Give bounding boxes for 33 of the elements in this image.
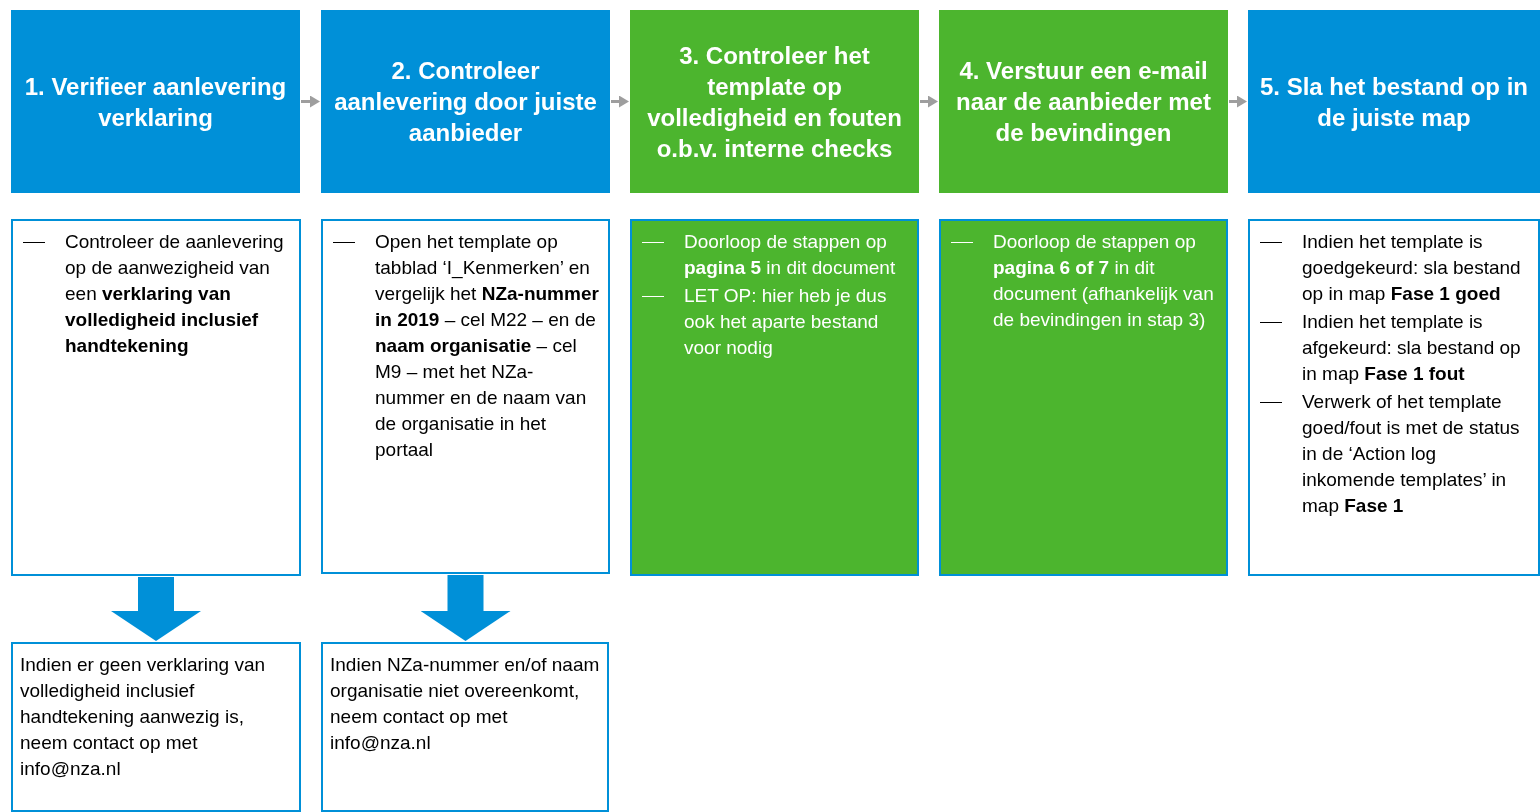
bullet-text: Controleer de aanlevering op de aanwezigheid van een verklaring van volledigheid inclusief handtekening <box>65 230 285 358</box>
step-box <box>1248 219 1540 576</box>
bullet-text: Doorloop de stappen op pagina 6 of 7 in dit document (afhankelijk van de bevindingen in stap 3) <box>993 230 1215 332</box>
note-text: Indien er geen verklaring van volledigheid inclusief handtekening aanwezig is, neem contact op met info@nza.nl <box>20 654 266 779</box>
note-box <box>11 642 301 812</box>
step-header <box>630 10 919 193</box>
bullet-text: Indien het template is afgekeurd: sla bestand op in map Fase 1 fout <box>1302 310 1522 386</box>
bullet-text: Open het template op tabblad ‘I_Kenmerken’ en vergelijk het NZa-nummer in 2019 – cel M22 – en de naam organisatie – cel M9 – met het NZa-nummer en de naam van de organisatie in het portaal <box>375 230 600 462</box>
step-box <box>939 219 1228 576</box>
arrow <box>111 577 201 641</box>
bullet-text: Doorloop de stappen op pagina 5 in dit document <box>684 230 897 280</box>
bullet-text: Verwerk of het template goed/fout is met de status in de ‘Action log inkomende templates’ in map Fase 1 <box>1302 390 1521 518</box>
step-title: 2. Controleer aanlevering door juiste aanbieder <box>333 56 598 148</box>
arrow <box>611 95 629 108</box>
step-title: 3. Controleer het template op volledigheid en fouten o.b.v. interne checks <box>646 40 903 164</box>
note-box <box>321 642 609 812</box>
step-title: 1. Verifieer aanlevering verklaring <box>23 71 288 133</box>
arrow <box>301 95 320 108</box>
step-title: 5. Sla het bestand op in de juiste map <box>1258 71 1529 133</box>
step-box <box>11 219 301 576</box>
bullet-text: LET OP: hier heb je dus ook het aparte bestand voor nodig <box>684 284 888 360</box>
step-box <box>321 219 610 574</box>
step-header <box>1248 10 1540 193</box>
step-header <box>321 10 610 193</box>
step-header <box>11 10 300 193</box>
arrow <box>420 575 511 641</box>
note-text: Indien NZa-nummer en/of naam organisatie niet overeenkomt, neem contact op met info@nza.nl <box>330 654 600 753</box>
step-header <box>939 10 1228 193</box>
arrow <box>920 95 938 108</box>
arrow <box>1229 95 1247 108</box>
step-box <box>630 219 919 576</box>
step-title: 4. Verstuur een e-mail naar de aanbieder met de bevindingen <box>955 56 1212 148</box>
bullet-text: Indien het template is goedgekeurd: sla bestand op in map Fase 1 goed <box>1302 230 1522 306</box>
